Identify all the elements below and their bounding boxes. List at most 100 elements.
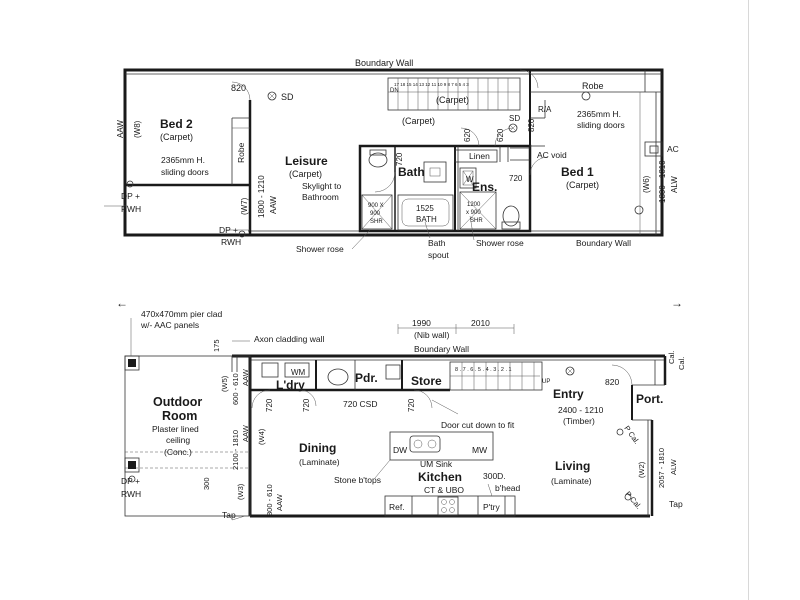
cal-2: Cal. bbox=[677, 357, 686, 370]
tap-right-label: Tap bbox=[669, 499, 683, 509]
bed2-name: Bed 2 bbox=[160, 117, 193, 131]
nav-right-arrow: → bbox=[671, 296, 683, 310]
aaw-left-label: AAW bbox=[116, 120, 125, 138]
living-name: Living bbox=[555, 459, 590, 473]
cal-1: Cal. bbox=[667, 351, 676, 364]
robe-left-label: Robe bbox=[236, 142, 246, 163]
alw-lower-label: ALW bbox=[669, 458, 678, 475]
note-2365-left-2: sliding doors bbox=[161, 167, 209, 177]
w3-label: (W3) bbox=[236, 483, 245, 500]
dim-2057-1810: 2057 - 1810 bbox=[657, 448, 666, 488]
w5-label: (W5) bbox=[220, 375, 229, 392]
outdoor-room-name-1: Outdoor bbox=[153, 395, 202, 409]
ra-label: R/A bbox=[538, 105, 552, 114]
bath-spout-1: Bath bbox=[428, 238, 446, 248]
bhead-2: b'head bbox=[495, 483, 521, 493]
landing-carpet-label: (Carpet) bbox=[402, 116, 435, 126]
axon-note: Axon cladding wall bbox=[254, 334, 325, 344]
pdr-name: Pdr. bbox=[355, 371, 378, 385]
nib-wall-label: (Nib wall) bbox=[414, 330, 450, 340]
lower-walls bbox=[124, 318, 667, 521]
dim-720-bath: 720 bbox=[395, 152, 404, 166]
w2-label: (W2) bbox=[637, 461, 646, 478]
dim-720-ens: 720 bbox=[509, 174, 523, 183]
living-floor: (Laminate) bbox=[551, 476, 592, 486]
dim-1990: 1990 bbox=[412, 318, 431, 328]
entry-floor: (Timber) bbox=[563, 416, 595, 426]
bhead-1: 300D. bbox=[483, 471, 506, 481]
dim-720-b-lower: 720 bbox=[302, 398, 311, 412]
w6-label: (W6) bbox=[642, 175, 651, 193]
dim-1800-1810: 1800 - 1810 bbox=[658, 160, 667, 203]
w7-label: (W7) bbox=[240, 197, 249, 215]
upper-floor-plan: Boundary Wall 820 SD DN 17 18 15 14 13 1… bbox=[104, 58, 679, 260]
ens-name: Ens. bbox=[472, 180, 497, 194]
port-name: Port. bbox=[636, 392, 663, 406]
dim-800-610: 800 - 610 bbox=[265, 484, 274, 516]
shower-1200-3: SHR bbox=[470, 218, 483, 224]
ac-label: AC bbox=[667, 144, 679, 154]
ptry-label: P'try bbox=[483, 502, 500, 512]
door-820-right-label: 820 bbox=[527, 118, 536, 132]
aaw-w7-label: AAW bbox=[269, 196, 278, 214]
door-820-left-label: 820 bbox=[231, 83, 246, 93]
dim-620-a: 620 bbox=[463, 128, 472, 142]
dp-rwh-lower-2: RWH bbox=[121, 489, 141, 499]
stone-btops-label: Stone b'tops bbox=[334, 475, 381, 485]
entry-name: Entry bbox=[553, 387, 584, 401]
note-2365-right-1: 2365mm H. bbox=[577, 109, 621, 119]
plaster-note-1: Plaster lined bbox=[152, 424, 199, 434]
plaster-note-3: (Conc.) bbox=[164, 447, 192, 457]
shower-900-2: 900 bbox=[370, 211, 381, 217]
p-cal-1: P Cal. bbox=[622, 424, 641, 446]
stair-numbers-label: 17 18 15 14 13 12 11 10 9 8 7 6 5 4 3 bbox=[394, 82, 469, 87]
boundary-wall-lower: Boundary Wall bbox=[414, 344, 469, 354]
nav-left-arrow: ← bbox=[116, 296, 128, 310]
dp-rwh-upper-2: RWH bbox=[121, 204, 141, 214]
shower-900-1: 900 X bbox=[368, 203, 384, 209]
dp-rwh-upper-lower-2: RWH bbox=[221, 237, 241, 247]
stair-numbers-lower: 8 . 7 . 6 . 5 . 4 . 3 . 2 . 1 bbox=[455, 367, 512, 373]
dim-620-b: 620 bbox=[496, 128, 505, 142]
dim-300: 300 bbox=[202, 477, 211, 490]
ref-label: Ref. bbox=[389, 502, 405, 512]
p-cal-2: P Cal. bbox=[623, 490, 643, 511]
page-edge-line bbox=[748, 0, 749, 600]
bed2-floor: (Carpet) bbox=[160, 132, 193, 142]
outdoor-room-name-2: Room bbox=[162, 409, 197, 423]
ac-void-label: AC void bbox=[537, 150, 567, 160]
alw-label: ALW bbox=[670, 176, 679, 193]
plaster-note-2: ceiling bbox=[166, 435, 190, 445]
csd-label: 720 CSD bbox=[343, 399, 378, 409]
bath-1525-2: BATH bbox=[416, 215, 437, 224]
dim-2100-1810: 2100 - 1810 bbox=[231, 430, 240, 470]
door-820-lower: 820 bbox=[605, 377, 619, 387]
ldry-name: L'dry bbox=[276, 378, 305, 392]
tap-left-label: Tap bbox=[222, 510, 236, 520]
boundary-wall-top-label: Boundary Wall bbox=[355, 58, 413, 68]
mw-label: MW bbox=[472, 445, 487, 455]
linen-label: Linen bbox=[469, 151, 490, 161]
robe-top-label: Robe bbox=[582, 81, 604, 91]
dining-name: Dining bbox=[299, 441, 336, 455]
bath-spout-2: spout bbox=[428, 250, 449, 260]
bath-1525-1: 1525 bbox=[416, 204, 434, 213]
shower-900-3: SHR bbox=[370, 219, 383, 225]
dw-label: DW bbox=[393, 445, 407, 455]
bed1-floor: (Carpet) bbox=[566, 180, 599, 190]
dp-rwh-upper-lower-1: DP + bbox=[219, 225, 238, 235]
leisure-floor: (Carpet) bbox=[289, 169, 322, 179]
pier-note-2: w/- AAC panels bbox=[140, 320, 199, 330]
dim-600-610: 600 - 610 bbox=[231, 373, 240, 405]
dim-2010: 2010 bbox=[471, 318, 490, 328]
shower-rose-right: Shower rose bbox=[476, 238, 524, 248]
lower-floor-plan: ← → 470x470mm pier clad w/- AAC panels A… bbox=[116, 296, 686, 521]
shower-rose-left: Shower rose bbox=[296, 244, 344, 254]
entry-dim: 2400 - 1210 bbox=[558, 405, 604, 415]
wm-lower-label: WM bbox=[291, 368, 306, 377]
aaw-w4-label: AAW bbox=[241, 424, 250, 442]
dining-floor: (Laminate) bbox=[299, 457, 340, 467]
door-cut-note: Door cut down to fit bbox=[441, 420, 515, 430]
ct-ubo-label: CT & UBO bbox=[424, 485, 464, 495]
